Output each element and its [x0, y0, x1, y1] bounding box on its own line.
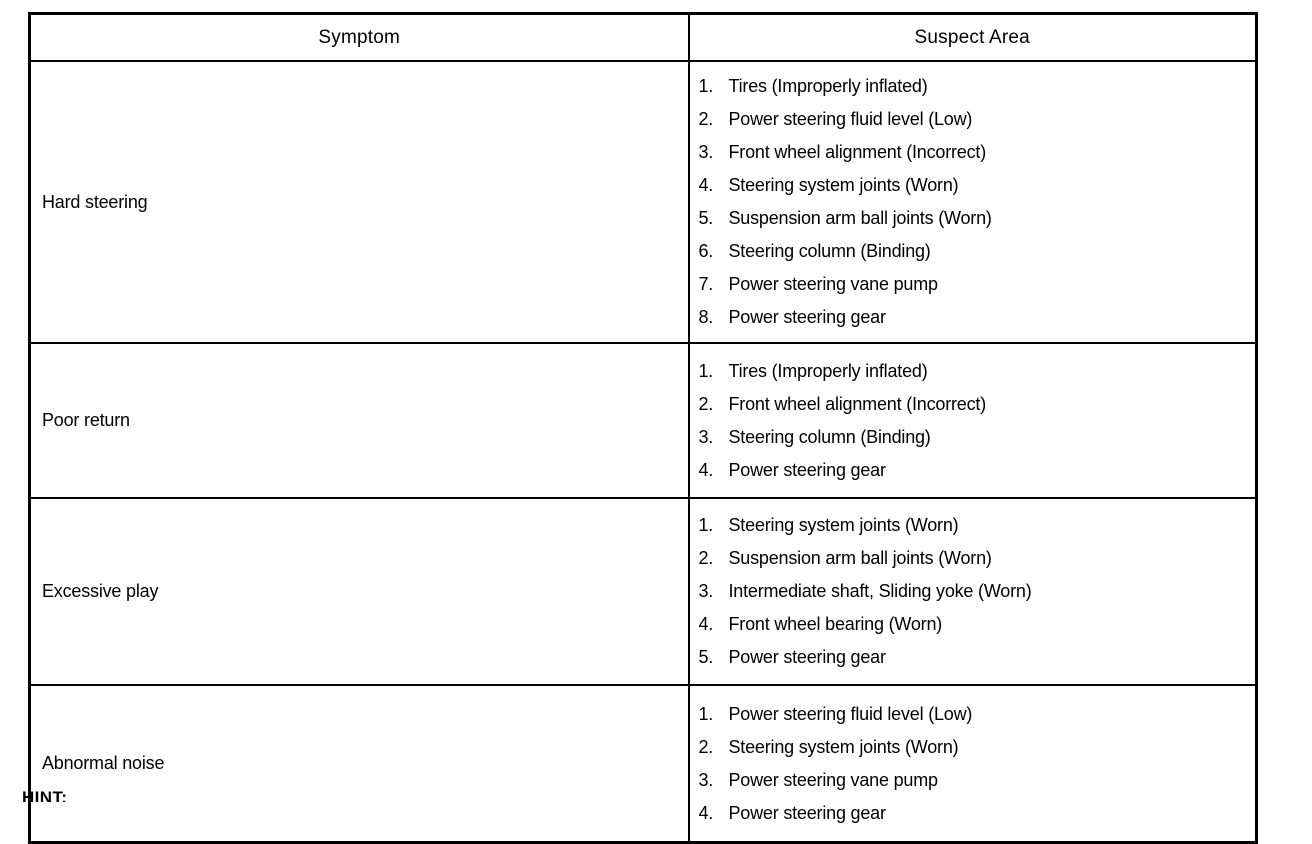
- table-body: Hard steering 1. Tires (Improperly infla…: [28, 60, 1258, 844]
- list-item-number: 3.: [698, 769, 714, 790]
- list-item-number: 4.: [698, 614, 714, 634]
- suspect-area-cell-poor-return: 1. Tires (Improperly inflated) 2. Front …: [687, 342, 1258, 499]
- symptom-label: Hard steering: [42, 191, 148, 212]
- suspect-area-list: 1. Steering system joints (Worn) 2. Susp…: [690, 509, 1256, 674]
- list-item: 5. Power steering gear: [699, 641, 1256, 674]
- list-item: 2. Front wheel alignment (Incorrect): [699, 388, 1256, 421]
- list-item: 3. Power steering vane pump: [699, 764, 1256, 797]
- list-item-number: 2.: [698, 736, 714, 757]
- list-item-number: 3.: [698, 426, 714, 447]
- list-item-number: 1.: [698, 76, 714, 96]
- list-item-number: 1.: [698, 515, 714, 535]
- suspect-area-cell-hard-steering: 1. Tires (Improperly inflated) 2. Power …: [687, 60, 1258, 344]
- suspect-area-cell-abnormal-noise: 1. Power steering fluid level (Low) 2. S…: [687, 684, 1258, 844]
- symptom-cell-poor-return: Poor return: [28, 342, 690, 499]
- list-item-number: 4.: [698, 802, 714, 823]
- list-item-number: 8.: [698, 307, 714, 327]
- list-item-text: Power steering gear: [728, 307, 886, 327]
- list-item-number: 3.: [698, 142, 714, 162]
- list-item: 7. Power steering vane pump: [699, 268, 1256, 301]
- table-row: Excessive play 1. Steering system joints…: [28, 497, 1258, 686]
- list-item-text: Tires (Improperly inflated): [728, 76, 928, 96]
- column-header-symptom: Symptom: [28, 12, 690, 62]
- symptom-label: Poor return: [42, 410, 130, 430]
- list-item-text: Suspension arm ball joints (Worn): [728, 208, 992, 228]
- list-item: 2. Suspension arm ball joints (Worn): [699, 542, 1256, 575]
- column-header-symptom-label: Symptom: [318, 27, 401, 48]
- list-item-text: Steering system joints (Worn): [728, 736, 959, 757]
- list-item-number: 1.: [698, 360, 714, 381]
- list-item: 4. Power steering gear: [699, 797, 1256, 830]
- list-item: 1. Power steering fluid level (Low): [699, 698, 1256, 731]
- list-item: 3. Front wheel alignment (Incorrect): [699, 136, 1256, 169]
- troubleshooting-table: Symptom Suspect Area Hard steering 1. Ti…: [28, 12, 1258, 844]
- list-item: 1. Tires (Improperly inflated): [699, 355, 1256, 388]
- list-item-text: Power steering gear: [728, 647, 886, 667]
- list-item-number: 3.: [698, 581, 714, 601]
- list-item-text: Power steering fluid level (Low): [728, 109, 973, 129]
- list-item-text: Power steering gear: [728, 802, 886, 823]
- list-item: 2. Steering system joints (Worn): [699, 731, 1256, 764]
- list-item-number: 2.: [698, 393, 714, 414]
- list-item: 2. Power steering fluid level (Low): [699, 103, 1256, 136]
- list-item-text: Front wheel alignment (Incorrect): [728, 393, 987, 414]
- list-item-number: 6.: [698, 241, 714, 261]
- list-item-text: Power steering fluid level (Low): [728, 703, 973, 724]
- list-item-text: Steering column (Binding): [728, 241, 931, 261]
- suspect-area-cell-excessive-play: 1. Steering system joints (Worn) 2. Susp…: [687, 497, 1258, 686]
- document-page: Symptom Suspect Area Hard steering 1. Ti…: [22, 12, 1258, 844]
- list-item-number: 1.: [698, 703, 714, 724]
- table-row: Abnormal noise 1. Power steering fluid l…: [28, 684, 1258, 844]
- symptom-label: Excessive play: [42, 581, 159, 601]
- list-item-number: 2.: [698, 109, 714, 129]
- list-item: 4. Front wheel bearing (Worn): [699, 608, 1256, 641]
- column-header-suspect-area: Suspect Area: [687, 12, 1258, 62]
- list-item-text: Front wheel alignment (Incorrect): [728, 142, 987, 162]
- list-item: 4. Steering system joints (Worn): [699, 169, 1256, 202]
- symptom-label: Abnormal noise: [42, 753, 165, 773]
- table-row: Poor return 1. Tires (Improperly inflate…: [28, 342, 1258, 499]
- suspect-area-list: 1. Tires (Improperly inflated) 2. Front …: [690, 355, 1256, 487]
- list-item: 8. Power steering gear: [699, 301, 1256, 334]
- suspect-area-list: 1. Tires (Improperly inflated) 2. Power …: [690, 70, 1256, 334]
- list-item-text: Intermediate shaft, Sliding yoke (Worn): [728, 581, 1032, 601]
- list-item-text: Suspension arm ball joints (Worn): [728, 548, 992, 568]
- list-item: 1. Tires (Improperly inflated): [699, 70, 1256, 103]
- list-item-text: Steering system joints (Worn): [728, 515, 959, 535]
- list-item-number: 7.: [698, 274, 714, 294]
- list-item: 5. Suspension arm ball joints (Worn): [699, 202, 1256, 235]
- list-item-text: Steering system joints (Worn): [728, 175, 959, 195]
- suspect-area-list: 1. Power steering fluid level (Low) 2. S…: [690, 698, 1256, 830]
- table-row: Hard steering 1. Tires (Improperly infla…: [28, 60, 1258, 344]
- list-item: 3. Steering column (Binding): [699, 421, 1256, 454]
- column-header-suspect-area-label: Suspect Area: [914, 27, 1030, 48]
- list-item: 4. Power steering gear: [699, 454, 1256, 487]
- list-item-number: 5.: [698, 647, 714, 667]
- list-item-number: 4.: [698, 459, 714, 480]
- symptom-cell-abnormal-noise: Abnormal noise: [28, 684, 690, 844]
- list-item-text: Power steering vane pump: [728, 274, 939, 294]
- list-item-text: Power steering vane pump: [728, 769, 939, 790]
- table-header: Symptom Suspect Area: [28, 12, 1258, 62]
- list-item: 1. Steering system joints (Worn): [699, 509, 1256, 542]
- list-item-number: 4.: [698, 175, 714, 195]
- list-item: 3. Intermediate shaft, Sliding yoke (Wor…: [699, 575, 1256, 608]
- list-item-number: 5.: [698, 208, 714, 228]
- symptom-cell-excessive-play: Excessive play: [28, 497, 690, 686]
- list-item-text: Front wheel bearing (Worn): [728, 614, 943, 634]
- symptom-cell-hard-steering: Hard steering: [28, 60, 690, 344]
- list-item-text: Tires (Improperly inflated): [728, 360, 928, 381]
- list-item-number: 2.: [698, 548, 714, 568]
- list-item-text: Power steering gear: [728, 459, 886, 480]
- list-item-text: Steering column (Binding): [728, 426, 931, 447]
- footnote-fragment: HINT:: [22, 789, 68, 802]
- list-item: 6. Steering column (Binding): [699, 235, 1256, 268]
- header-row: Symptom Suspect Area: [28, 12, 1258, 62]
